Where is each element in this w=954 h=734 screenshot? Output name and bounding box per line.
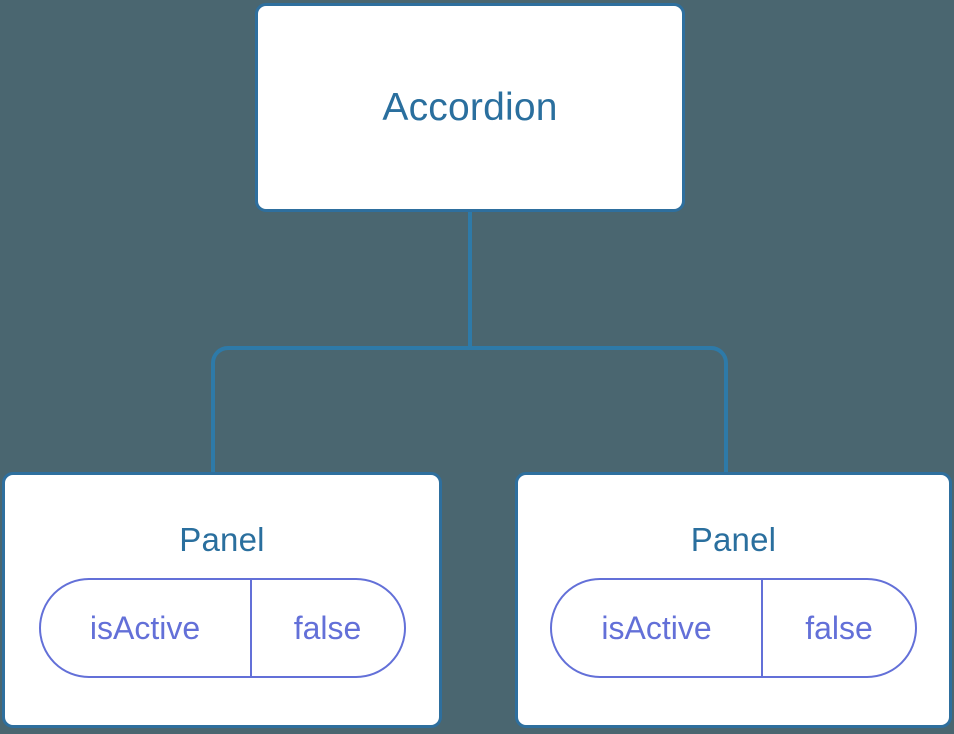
prop-value-isactive-panel-1: false (805, 610, 873, 646)
node-title-panel-0: Panel (179, 521, 265, 558)
prop-key-isactive-panel-1: isActive (552, 580, 763, 676)
node-title-panel-1: Panel (690, 521, 777, 558)
node-title-accordion: Accordion (382, 86, 558, 129)
node-card-panel-0[interactable]: Panel isActive false (2, 472, 442, 728)
connector-branch-left (211, 346, 470, 476)
prop-value-isactive-panel-0: false (293, 610, 362, 646)
prop-pill-panel-1[interactable]: isActive false (550, 578, 917, 678)
node-card-panel-1[interactable]: Panel isActive false (515, 472, 952, 728)
connector-branch-right (470, 346, 728, 476)
prop-pill-panel-0[interactable]: isActive false (38, 578, 406, 678)
node-card-accordion[interactable]: Accordion (255, 3, 685, 212)
prop-key-isactive-panel-0: isActive (41, 580, 252, 676)
